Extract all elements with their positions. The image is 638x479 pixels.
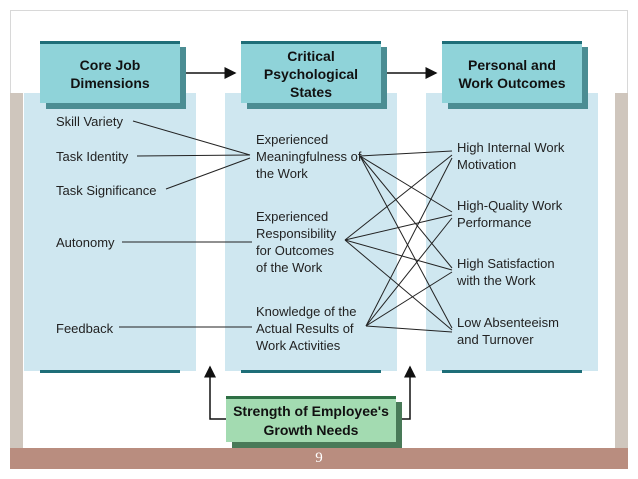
outcomes-panel <box>426 93 598 371</box>
growth-needs-label: Strength of Employee's Growth Needs <box>233 402 389 438</box>
page-number: 9 <box>315 450 323 466</box>
state-responsibility: Experienced Responsibility for Outcomes … <box>256 209 337 275</box>
core-job-header-label: Core Job Dimensions <box>70 56 150 91</box>
state-knowledge: Knowledge of the Actual Results of Work … <box>256 304 357 353</box>
outcome-motivation: High Internal Work Motivation <box>457 140 565 172</box>
link-skill-variety <box>132 120 251 156</box>
outcome-absenteeism: Low Absenteeism and Turnover <box>457 315 559 347</box>
core-dim-task-significance: Task Significance <box>56 183 157 198</box>
outcomes-panel-base <box>442 370 582 373</box>
link-know-performance <box>365 217 453 327</box>
critical-states-header: Critical Psychological States <box>241 41 381 103</box>
link-task-identity <box>136 154 251 157</box>
core-dim-skill-variety: Skill Variety <box>56 114 123 129</box>
link-meaning-performance <box>359 155 453 213</box>
core-job-header: Core Job Dimensions <box>40 41 180 103</box>
moderator-arrow-left <box>204 365 226 420</box>
core-dim-autonomy: Autonomy <box>56 235 115 250</box>
link-resp-satisfaction <box>344 239 453 271</box>
outcome-performance: High-Quality Work Performance <box>457 198 563 230</box>
core-dim-task-identity: Task Identity <box>56 149 129 164</box>
critical-states-panel-base <box>241 370 381 373</box>
outcomes-header: Personal and Work Outcomes <box>442 41 582 103</box>
link-meaning-satisfaction <box>359 155 453 269</box>
link-task-significance <box>165 157 251 190</box>
link-know-satisfaction <box>365 271 453 327</box>
core-job-panel-base <box>40 370 180 373</box>
link-resp-motivation <box>344 154 453 241</box>
critical-states-header-label: Critical Psychological States <box>263 47 359 100</box>
link-resp-performance <box>344 214 453 241</box>
footer-band <box>10 448 628 469</box>
left-side-band <box>10 93 23 448</box>
core-dim-feedback: Feedback <box>56 321 114 336</box>
link-know-motivation <box>365 157 453 327</box>
link-know-absenteeism <box>365 325 453 333</box>
state-meaningfulness: Experienced Meaningfulness of the Work <box>256 132 362 181</box>
outcome-satisfaction: High Satisfaction with the Work <box>457 256 555 288</box>
growth-needs-box: Strength of Employee's Growth Needs <box>226 396 396 442</box>
moderator-arrow-right <box>396 365 416 420</box>
core-job-panel <box>24 93 196 371</box>
right-side-band <box>615 93 628 448</box>
outcomes-header-label: Personal and Work Outcomes <box>458 56 566 91</box>
link-meaning-motivation <box>359 150 453 157</box>
link-meaning-absenteeism <box>359 155 453 329</box>
